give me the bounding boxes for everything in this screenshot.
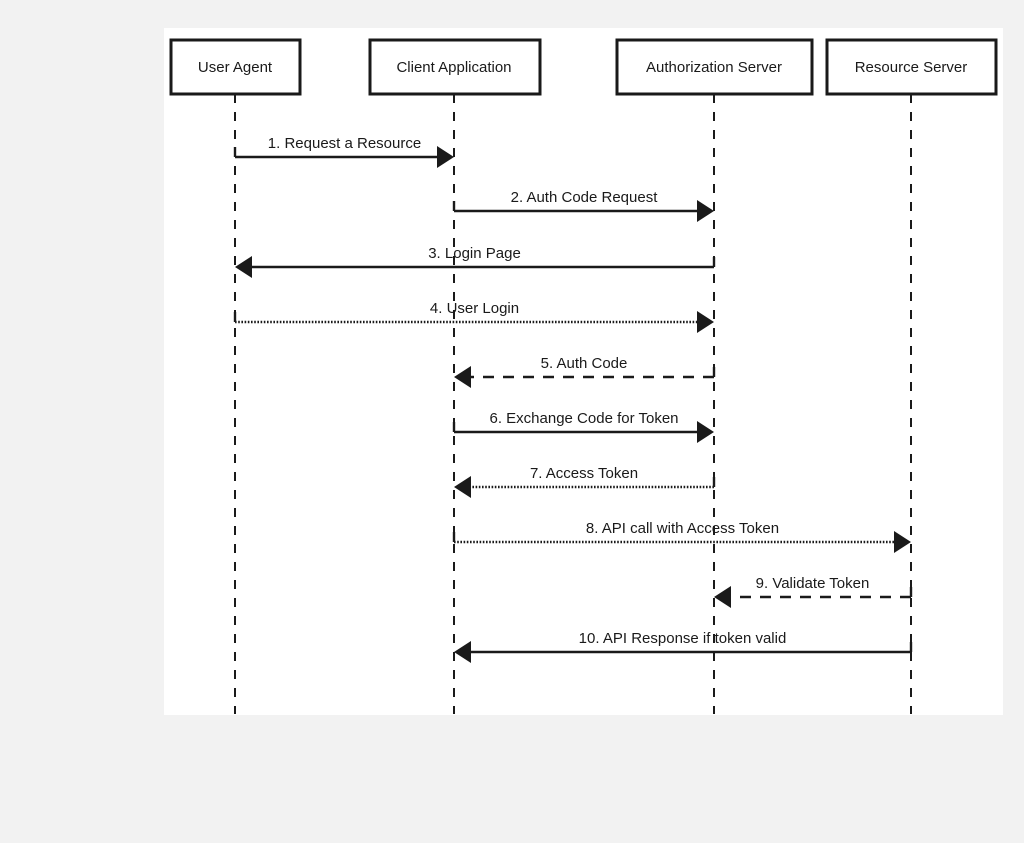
participant-label-user-agent: User Agent <box>198 59 273 76</box>
participant-box-user-agent[interactable] <box>169 38 302 96</box>
message-arrowhead-3 <box>235 256 252 278</box>
message-arrowhead-10 <box>454 641 471 663</box>
message-label-10: 10. API Response if token valid <box>579 630 787 647</box>
lifelines-group <box>234 94 912 714</box>
participant-user-agent[interactable]: User Agent <box>169 38 302 96</box>
message-arrowhead-7 <box>454 476 471 498</box>
message-arrowhead-9 <box>714 586 731 608</box>
message-arrowhead-8 <box>894 531 911 553</box>
participant-label-resource-server: Resource Server <box>855 59 968 76</box>
message-6[interactable]: 6. Exchange Code for Token <box>452 410 714 443</box>
participant-authorization-server[interactable]: Authorization Server <box>615 38 814 96</box>
message-7[interactable]: 7. Access Token <box>454 465 716 498</box>
message-arrowhead-5 <box>454 366 471 388</box>
participant-box-resource-server[interactable] <box>825 38 998 96</box>
message-label-8: 8. API call with Access Token <box>586 520 779 537</box>
message-label-4: 4. User Login <box>430 300 519 317</box>
message-label-3: 3. Login Page <box>428 245 521 262</box>
message-label-7: 7. Access Token <box>530 465 638 482</box>
message-4[interactable]: 4. User Login <box>233 300 714 333</box>
message-2[interactable]: 2. Auth Code Request <box>452 189 714 222</box>
message-arrowhead-6 <box>697 421 714 443</box>
message-arrowhead-4 <box>697 311 714 333</box>
sequence-diagram-svg: 1. Request a Resource 2. Auth Code Reques… <box>169 38 998 714</box>
participant-label-authorization-server: Authorization Server <box>646 59 782 76</box>
message-5[interactable]: 5. Auth Code <box>454 355 716 388</box>
diagram-canvas: 1. Request a Resource 2. Auth Code Reques… <box>164 28 1003 715</box>
participant-label-client-application: Client Application <box>396 59 511 76</box>
message-label-1: 1. Request a Resource <box>268 135 421 152</box>
message-arrowhead-2 <box>697 200 714 222</box>
message-label-9: 9. Validate Token <box>756 575 870 592</box>
participant-box-client-application[interactable] <box>368 38 542 96</box>
participant-box-authorization-server[interactable] <box>615 38 814 96</box>
participant-resource-server[interactable]: Resource Server <box>825 38 998 96</box>
message-label-2: 2. Auth Code Request <box>511 189 659 206</box>
message-label-5: 5. Auth Code <box>541 355 628 372</box>
messages-group: 1. Request a Resource 2. Auth Code Reques… <box>233 135 913 663</box>
participants-group: User Agent Client Application Authorizatio… <box>169 38 998 96</box>
message-arrowhead-1 <box>437 146 454 168</box>
message-8[interactable]: 8. API call with Access Token <box>452 520 911 553</box>
message-label-6: 6. Exchange Code for Token <box>489 410 678 427</box>
message-3[interactable]: 3. Login Page <box>235 245 716 278</box>
message-1[interactable]: 1. Request a Resource <box>233 135 454 168</box>
message-9[interactable]: 9. Validate Token <box>714 575 913 608</box>
participant-client-application[interactable]: Client Application <box>368 38 542 96</box>
message-10[interactable]: 10. API Response if token valid <box>454 630 913 663</box>
